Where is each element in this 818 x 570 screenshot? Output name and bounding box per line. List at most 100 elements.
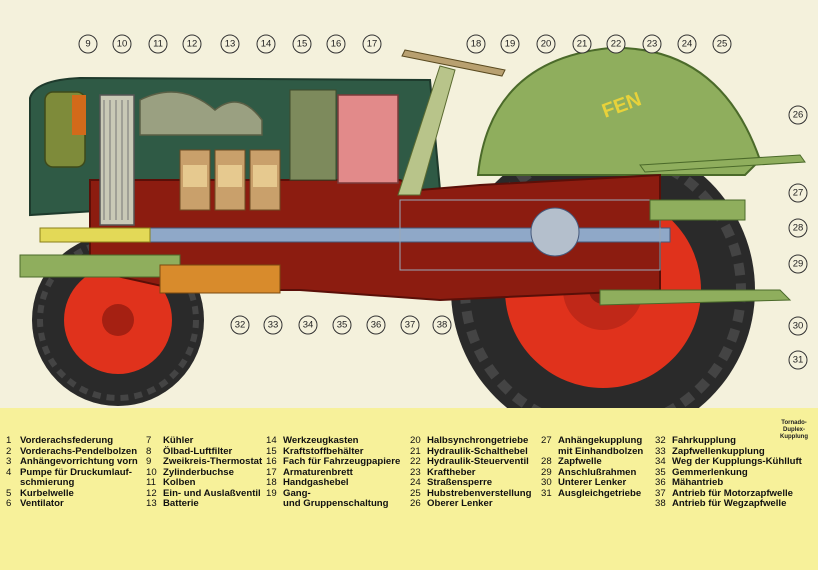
callout-32: 32 [230,315,250,335]
callout-36: 36 [366,315,386,335]
legend-item-number: 16 [266,456,277,467]
legend-item-label: Anschlußrahmen [558,466,637,478]
cylinders [179,149,281,211]
callout-number: 12 [187,39,198,50]
legend-item-number: 33 [655,445,666,457]
legend-item-number: 23 [410,466,421,478]
thermostat [72,95,86,135]
hitch-frame [649,199,746,221]
legend-item-label: schmierung [20,477,75,488]
callout-number: 34 [303,320,314,331]
legend-item-label: Vorderachs-Pendelbolzen [20,445,138,457]
legend-item-label: Fahrkupplung [672,435,736,446]
legend-item-label: Weg der Kupplungs-Kühlluft [672,456,802,467]
legend-item-number: 32 [655,435,666,446]
callout-29: 29 [788,254,808,274]
callout-number: 29 [793,259,804,270]
radiator-fins [103,100,129,220]
legend-item-number: 24 [410,477,421,488]
legend-item-number: 8 [146,445,152,457]
tractor-cutaway-illustration: FEN [19,34,808,408]
legend-item-number [266,499,283,510]
legend-item-label: Gang- [283,487,311,499]
callout-number: 32 [235,320,246,331]
legend-item-number: 18 [266,477,277,488]
legend-item-number: 6 [6,498,12,509]
legend-item-label: Halbsynchrongetriebe [427,435,529,446]
legend-item-number: 34 [655,456,666,467]
legend-item-number [6,478,20,489]
callout-number: 33 [268,320,279,331]
callout-number: 13 [225,39,236,50]
callout-15: 15 [292,34,312,54]
legend-item-label: Zylinderbuchse [163,466,234,478]
upper-link [639,154,806,173]
legend-item-number: 27 [541,435,552,446]
legend-item-number: 38 [655,498,666,509]
legend-item: schmierung [6,477,138,489]
legend-item-label: Armaturenbrett [283,466,353,478]
tool-box [289,89,337,181]
legend-item: 25 Hubstrebenverstellung [410,487,532,500]
callout-9: 9 [78,34,98,54]
legend-item-label: Hydraulik-Schalthebel [427,445,528,457]
radiator [99,94,135,226]
legend-item-label: Straßensperre [427,477,493,488]
front-axle-frame [39,227,151,243]
legend-item-number: 2 [6,445,12,457]
legend-item-number: 17 [266,466,277,478]
legend-item-label: Werkzeugkasten [283,435,359,446]
legend-item-number: 22 [410,456,421,467]
callout-number: 30 [793,321,804,332]
callout-number: 19 [505,39,516,50]
legend-item-label: Pumpe für Druckumlauf- [20,466,132,478]
legend-item-label: Hydraulik-Steuerventil [427,456,529,467]
callout-18: 18 [466,34,486,54]
legend-item-label: Zapfwelle [558,456,602,467]
callout-number: 24 [682,39,693,50]
legend-item-number: 13 [146,498,157,509]
legend-item-label: Hubstrebenverstellung [427,487,532,499]
callout-21: 21 [572,34,592,54]
legend-item: 17 Armaturenbrett [266,466,400,479]
legend-item-label: Gemmerlenkung [672,466,748,478]
callout-33: 33 [263,315,283,335]
legend-item-number: 36 [655,477,666,488]
legend-item: 2 Vorderachs-Pendelbolzen [6,445,138,458]
legend-item-label: Zweikreis-Thermostat [163,456,263,467]
legend-item-number: 5 [6,487,12,499]
callout-11: 11 [148,34,168,54]
callout-number: 35 [337,320,348,331]
callout-number: 10 [117,39,128,50]
callout-number: 37 [405,320,416,331]
callout-26: 26 [788,105,808,125]
callout-number: 17 [367,39,378,50]
legend-item-label: Oberer Lenker [427,498,493,509]
legend-item-number: 25 [410,487,421,499]
legend-item-number: 15 [266,445,277,457]
callout-number: 18 [471,39,482,50]
legend-item: 38 Antrieb für Wegzapfwelle [655,498,802,510]
legend-item-label: mit Einhandbolzen [558,445,644,457]
legend-item-label: Kraftheber [427,466,476,478]
tornado-duplex-note: Tornado-Duplex-Kupplung [780,420,808,440]
callout-31: 31 [788,350,808,370]
legend-item-label: Kraftstoffbehälter [283,445,364,457]
legend-item-label: Antrieb für Wegzapfwelle [672,498,787,509]
